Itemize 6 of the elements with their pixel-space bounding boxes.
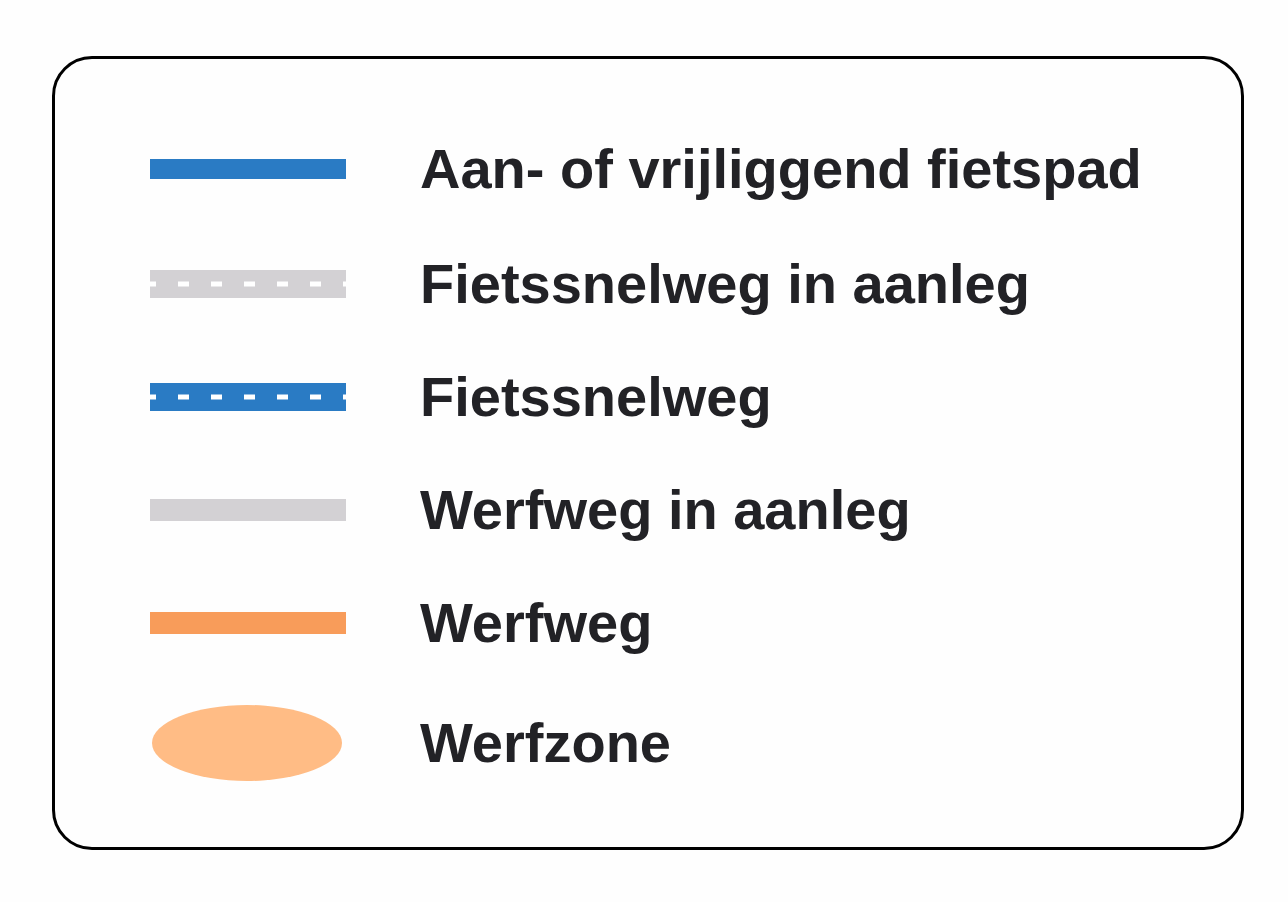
legend-label: Aan- of vrijliggend fietspad — [420, 137, 1142, 201]
legend-label: Fietssnelweg — [420, 365, 772, 429]
legend-label: Werfweg in aanleg — [420, 478, 911, 542]
legend-label: Werfweg — [420, 591, 653, 655]
legend-label: Fietssnelweg in aanleg — [420, 252, 1030, 316]
legend-label: Werfzone — [420, 711, 671, 775]
